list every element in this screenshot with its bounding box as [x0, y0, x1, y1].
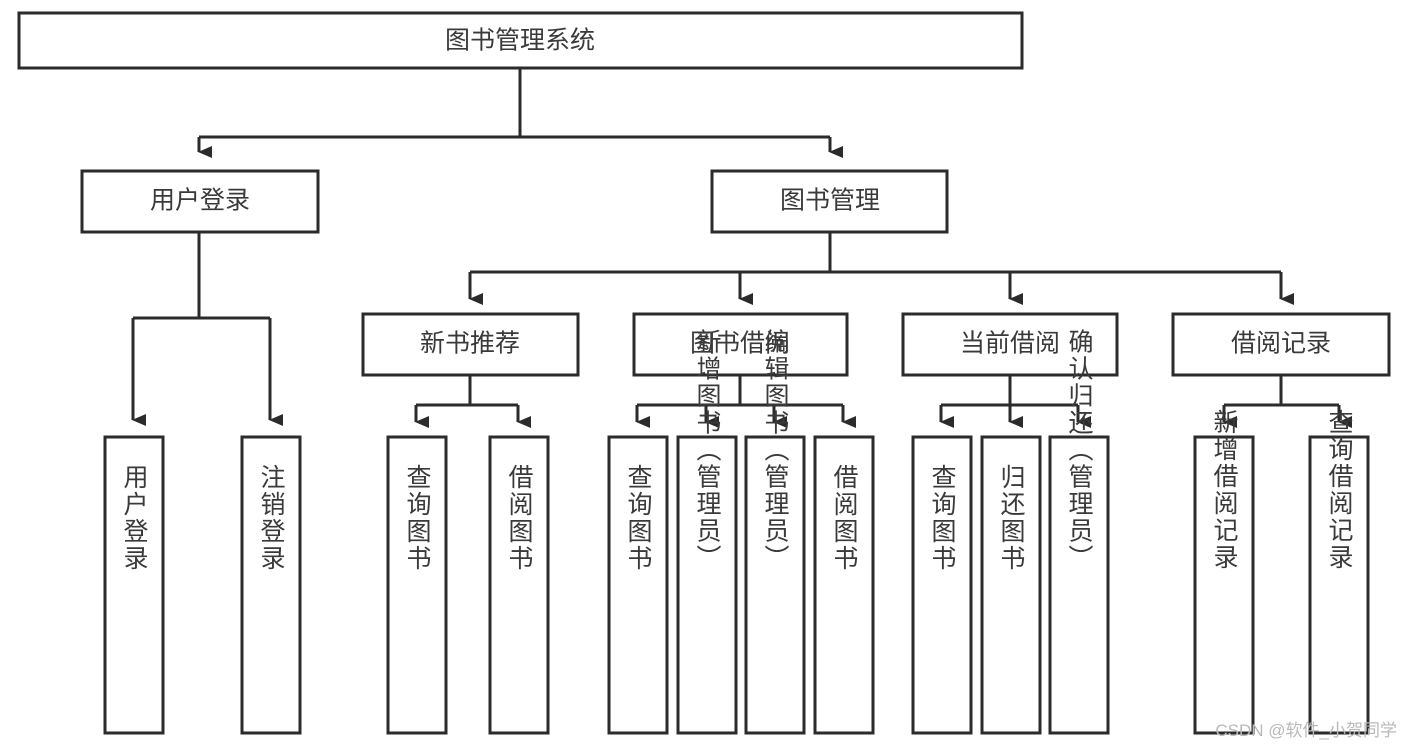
- node-leaf-return-book-box[interactable]: [980, 435, 1042, 735]
- node-leaf-confirm-return-admin[interactable]: 确认归还（管理员）: [1048, 329, 1110, 735]
- node-current-borrow[interactable]: 当前借阅: [901, 312, 1119, 377]
- node-book-borrow-box[interactable]: [632, 312, 849, 377]
- node-leaf-add-borrow-record[interactable]: 新增借阅记录: [1193, 409, 1255, 735]
- node-leaf-user-login[interactable]: 用户登录: [103, 435, 165, 735]
- node-leaf-logout[interactable]: 注销登录: [240, 435, 302, 735]
- node-leaf-query-book-2[interactable]: 查询图书: [607, 435, 669, 735]
- node-leaf-logout-label: 注销登录: [257, 464, 286, 572]
- node-leaf-add-borrow-record-label: 新增借阅记录: [1210, 409, 1239, 571]
- node-leaf-borrow-book-2-label: 借阅图书: [830, 464, 859, 572]
- node-leaf-query-borrow-record[interactable]: 查询借阅记录: [1308, 409, 1370, 735]
- node-leaf-query-book-2-label: 查询图书: [624, 464, 653, 572]
- node-leaf-query-book-2-box[interactable]: [607, 435, 669, 735]
- node-leaf-add-borrow-record-box[interactable]: [1193, 435, 1255, 735]
- node-book-management-label: 图书管理: [780, 187, 880, 215]
- node-leaf-edit-book-admin[interactable]: 编辑图书（管理员）: [744, 329, 806, 735]
- node-current-borrow-box[interactable]: [901, 312, 1119, 377]
- node-leaf-confirm-return-admin-box[interactable]: [1048, 435, 1110, 735]
- connector-layer: [131, 68, 1352, 428]
- node-leaf-query-borrow-record-box[interactable]: [1308, 435, 1370, 735]
- node-leaf-query-book-1[interactable]: 查询图书: [386, 435, 448, 735]
- node-new-book-recommend-box[interactable]: [361, 312, 580, 377]
- node-leaf-add-book-admin-label: 新增图书（管理员）: [693, 329, 722, 572]
- node-leaf-borrow-book-2-box[interactable]: [813, 435, 875, 735]
- node-leaf-query-book-3-box[interactable]: [911, 435, 973, 735]
- node-leaf-borrow-book-1-box[interactable]: [488, 435, 550, 735]
- node-leaf-confirm-return-admin-label: 确认归还（管理员）: [1065, 329, 1094, 572]
- node-borrow-record-box[interactable]: [1171, 312, 1391, 377]
- node-leaf-query-borrow-record-label: 查询借阅记录: [1325, 409, 1354, 571]
- node-book-management-box[interactable]: [710, 169, 949, 234]
- node-current-borrow-label: 当前借阅: [960, 330, 1060, 358]
- node-new-book-recommend-label: 新书推荐: [420, 330, 520, 358]
- node-leaf-user-login-box[interactable]: [103, 435, 165, 735]
- node-leaf-borrow-book-1-label: 借阅图书: [505, 464, 534, 572]
- node-leaf-query-book-3[interactable]: 查询图书: [911, 435, 973, 735]
- node-leaf-query-book-1-box[interactable]: [386, 435, 448, 735]
- node-new-book-recommend[interactable]: 新书推荐: [361, 312, 580, 377]
- node-book-borrow-label: 图书借阅: [690, 330, 790, 358]
- node-borrow-record-label: 借阅记录: [1231, 330, 1331, 358]
- node-leaf-add-book-admin[interactable]: 新增图书（管理员）: [676, 329, 738, 735]
- node-book-management[interactable]: 图书管理: [710, 169, 949, 234]
- node-leaf-borrow-book-1[interactable]: 借阅图书: [488, 435, 550, 735]
- node-leaf-query-book-3-label: 查询图书: [928, 464, 957, 572]
- node-root-box[interactable]: [17, 11, 1024, 70]
- node-root-label: 图书管理系统: [445, 27, 595, 55]
- node-leaf-add-book-admin-box[interactable]: [676, 435, 738, 735]
- node-leaf-edit-book-admin-label: 编辑图书（管理员）: [761, 329, 790, 572]
- node-leaf-return-book-label: 归还图书: [997, 464, 1026, 572]
- node-user-login[interactable]: 用户登录: [80, 169, 320, 234]
- node-leaf-edit-book-admin-box[interactable]: [744, 435, 806, 735]
- node-root[interactable]: 图书管理系统: [17, 11, 1024, 70]
- node-user-login-box[interactable]: [80, 169, 320, 234]
- node-leaf-borrow-book-2[interactable]: 借阅图书: [813, 435, 875, 735]
- node-leaf-logout-box[interactable]: [240, 435, 302, 735]
- node-borrow-record[interactable]: 借阅记录: [1171, 312, 1391, 377]
- node-user-login-label: 用户登录: [150, 187, 250, 215]
- node-book-borrow[interactable]: 图书借阅: [632, 312, 849, 377]
- node-leaf-query-book-1-label: 查询图书: [403, 464, 432, 572]
- node-leaf-return-book[interactable]: 归还图书: [980, 435, 1042, 735]
- node-leaf-user-login-label: 用户登录: [120, 464, 149, 572]
